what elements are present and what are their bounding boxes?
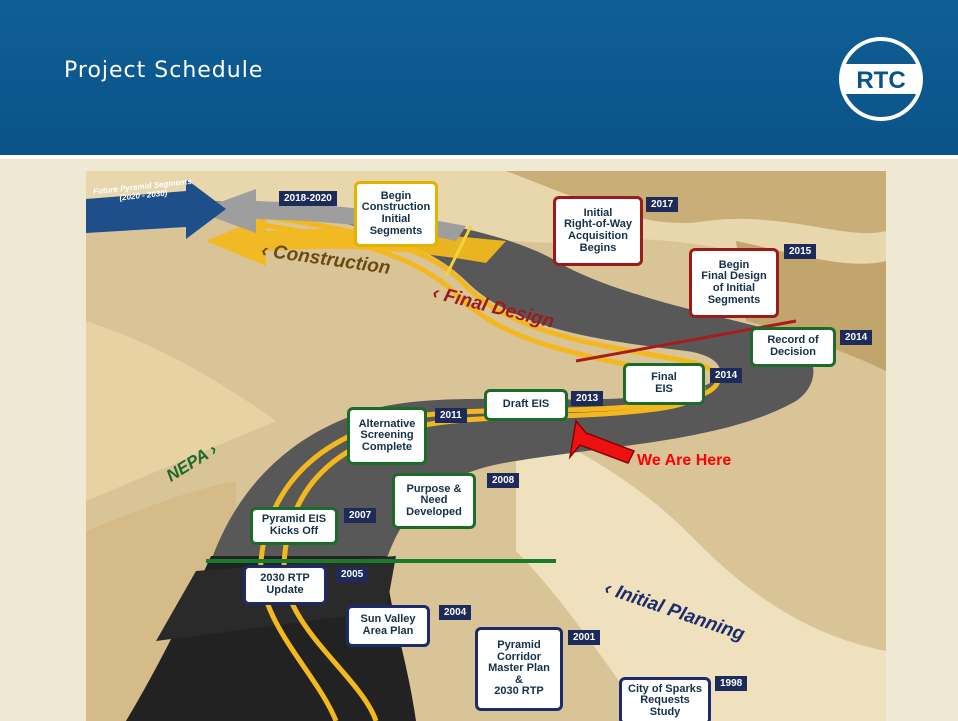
- slide-title: Project Schedule: [64, 58, 264, 83]
- milestone-sparks-study: City of Sparks Requests Study: [619, 677, 711, 721]
- schedule-illustration: Future Pyramid Segments (2020 - 2030) ‹ …: [86, 171, 886, 721]
- pointer-arrow: [568, 419, 636, 464]
- year-2001: 2001: [568, 630, 601, 645]
- milestone-purpose-need: Purpose & Need Developed: [392, 473, 476, 529]
- milestone-corridor-plan: Pyramid Corridor Master Plan & 2030 RTP: [475, 627, 563, 711]
- year-2008: 2008: [487, 473, 520, 488]
- milestone-sun-valley: Sun Valley Area Plan: [346, 605, 430, 647]
- milestone-begin-construction: Begin Construction Initial Segments: [354, 181, 438, 247]
- year-2014-rod: 2014: [840, 330, 873, 345]
- year-1998: 1998: [715, 676, 748, 691]
- year-2004: 2004: [439, 605, 472, 620]
- milestone-row-acquisition: Initial Right-of-Way Acquisition Begins: [553, 196, 643, 266]
- year-2005: 2005: [336, 567, 369, 582]
- year-2017: 2017: [646, 197, 679, 212]
- year-2015: 2015: [784, 244, 817, 259]
- milestone-final-eis: Final EIS: [623, 363, 705, 405]
- milestone-pyramid-eis: Pyramid EIS Kicks Off: [250, 507, 338, 545]
- milestone-rtp-update: 2030 RTP Update: [243, 565, 327, 605]
- milestone-draft-eis: Draft EIS: [484, 389, 568, 421]
- milestone-begin-final-design: Begin Final Design of Initial Segments: [689, 248, 779, 318]
- milestone-alt-screening: Alternative Screening Complete: [347, 407, 427, 465]
- logo-text: RTC: [856, 67, 905, 94]
- year-2007: 2007: [344, 508, 377, 523]
- we-are-here-label: We Are Here: [637, 452, 732, 469]
- slide-header: Project Schedule RTC: [0, 0, 958, 159]
- milestone-record-of-decision: Record of Decision: [750, 327, 836, 367]
- year-2011: 2011: [435, 408, 467, 423]
- year-2014-final-eis: 2014: [710, 368, 743, 383]
- year-2013: 2013: [571, 391, 604, 406]
- rtc-logo: RTC: [839, 37, 923, 121]
- year-2018-2020: 2018-2020: [279, 191, 337, 206]
